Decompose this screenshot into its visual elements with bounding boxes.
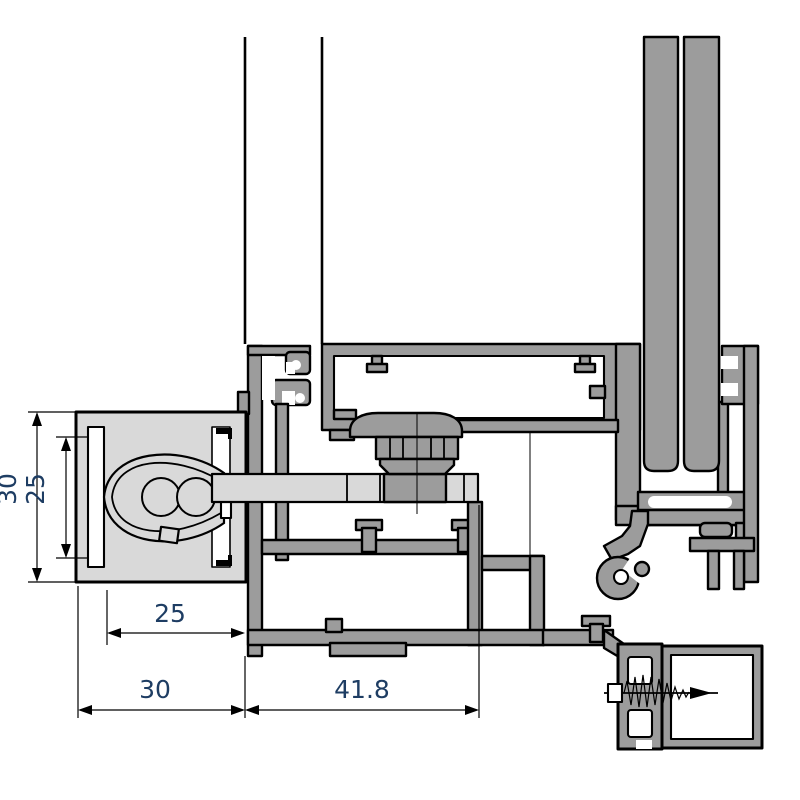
dimension-25-horizontal: 25 <box>106 590 246 718</box>
dim-label-30-vertical: 30 <box>0 473 22 505</box>
fixing-screw <box>604 674 718 708</box>
sash-bottom-rail <box>320 342 642 432</box>
sill-bottom-profile <box>246 500 626 662</box>
glazing-pocket-profile <box>614 342 748 543</box>
frame-right-profile <box>688 344 760 591</box>
dimension-25-vertical: 25 <box>21 436 88 559</box>
reinforcement-tube <box>660 644 764 750</box>
dimension-41-8-horizontal: 41.8 <box>245 505 480 718</box>
lock-drive-bar <box>210 472 480 504</box>
drip-hook <box>595 509 651 601</box>
roller-carriage <box>328 411 620 514</box>
dim-label-25-horizontal: 25 <box>154 599 186 628</box>
dimension-30-horizontal: 30 <box>77 586 245 718</box>
dim-label-25-vertical: 25 <box>21 473 50 505</box>
dimension-30-vertical: 30 <box>0 411 76 583</box>
double-glazing-panes <box>642 35 721 473</box>
dim-label-41-8-horizontal: 41.8 <box>334 675 390 704</box>
dim-label-30-horizontal: 30 <box>139 675 171 704</box>
panel-glass-lines <box>243 37 324 344</box>
